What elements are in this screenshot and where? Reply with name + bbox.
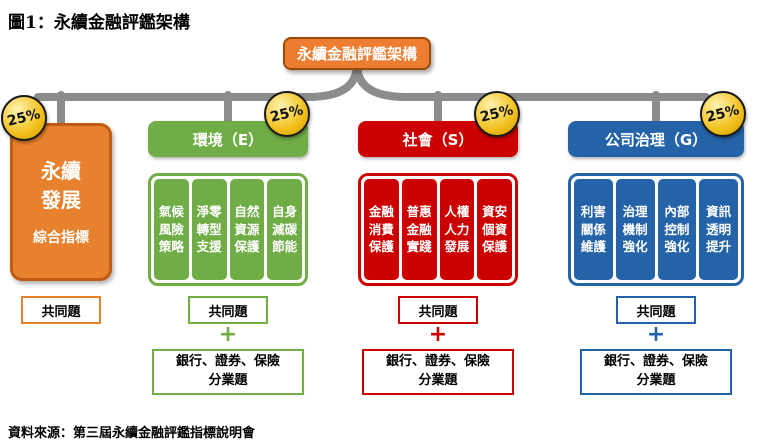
sector-question-box-social: 銀行、證券、保險 分業題 <box>362 349 514 395</box>
weight-badge-social: 25% <box>474 91 520 137</box>
item-box-consumer-protection: 金融 消費 保護 <box>364 179 399 280</box>
item-box-net-zero: 淨零 轉型 支援 <box>191 179 227 280</box>
sector-question-box-governance: 銀行、證券、保險 分業題 <box>580 349 732 395</box>
item-box-human-rights: 人權 人力 發展 <box>439 179 475 280</box>
item-box-carbon-saving: 自身 減碳 節能 <box>267 179 302 280</box>
item-box-data-security: 資安 個資 保護 <box>477 179 512 280</box>
item-box-climate-risk: 氣候 風險 策略 <box>154 179 189 280</box>
root-framework-box: 永續金融評鑑架構 <box>283 37 431 70</box>
environment-items-container: 氣候 風險 策略 淨零 轉型 支援 自然 資源 保護 自身 減碳 節能 <box>148 173 308 286</box>
plus-sign-environment: + <box>218 322 238 347</box>
weight-badge-label: 25% <box>478 102 516 126</box>
weight-badge-label: 25% <box>704 102 742 126</box>
item-box-internal-control: 內部 控制 強化 <box>657 179 697 280</box>
sustainable-development-box: 永續 發展 綜合指標 <box>10 123 112 281</box>
common-question-box-environment: 共同題 <box>188 296 268 324</box>
social-items-container: 金融 消費 保護 普惠 金融 實踐 人權 人力 發展 資安 個資 保護 <box>358 173 518 286</box>
sector-question-box-environment: 銀行、證券、保險 分業題 <box>152 349 304 395</box>
weight-badge-environment: 25% <box>264 91 310 137</box>
item-box-natural-resource: 自然 資源 保護 <box>229 179 265 280</box>
common-question-box-governance: 共同題 <box>616 296 696 324</box>
sustainable-development-subtitle: 綜合指標 <box>33 230 89 246</box>
common-question-box-social: 共同題 <box>398 296 478 324</box>
common-question-box-sustainable: 共同題 <box>21 296 101 324</box>
weight-badge-governance: 25% <box>700 91 746 137</box>
item-box-inclusive-finance: 普惠 金融 實踐 <box>401 179 437 280</box>
plus-sign-governance: + <box>646 322 666 347</box>
item-box-governance-mech: 治理 機制 強化 <box>615 179 655 280</box>
figure-title: 圖1：永續金融評鑑架構 <box>8 13 190 33</box>
source-note: 資料來源：第三屆永續金融評鑑指標說明會 <box>8 426 256 441</box>
sustainable-development-title: 永續 發展 <box>41 159 81 212</box>
weight-badge-label: 25% <box>5 106 43 130</box>
item-box-stakeholder: 利害 關係 維護 <box>574 179 613 280</box>
plus-sign-social: + <box>428 322 448 347</box>
weight-badge-sustainable: 25% <box>1 95 47 141</box>
weight-badge-label: 25% <box>268 102 306 126</box>
item-box-transparency: 資訊 透明 提升 <box>699 179 738 280</box>
governance-items-container: 利害 關係 維護 治理 機制 強化 內部 控制 強化 資訊 透明 提升 <box>568 173 744 286</box>
